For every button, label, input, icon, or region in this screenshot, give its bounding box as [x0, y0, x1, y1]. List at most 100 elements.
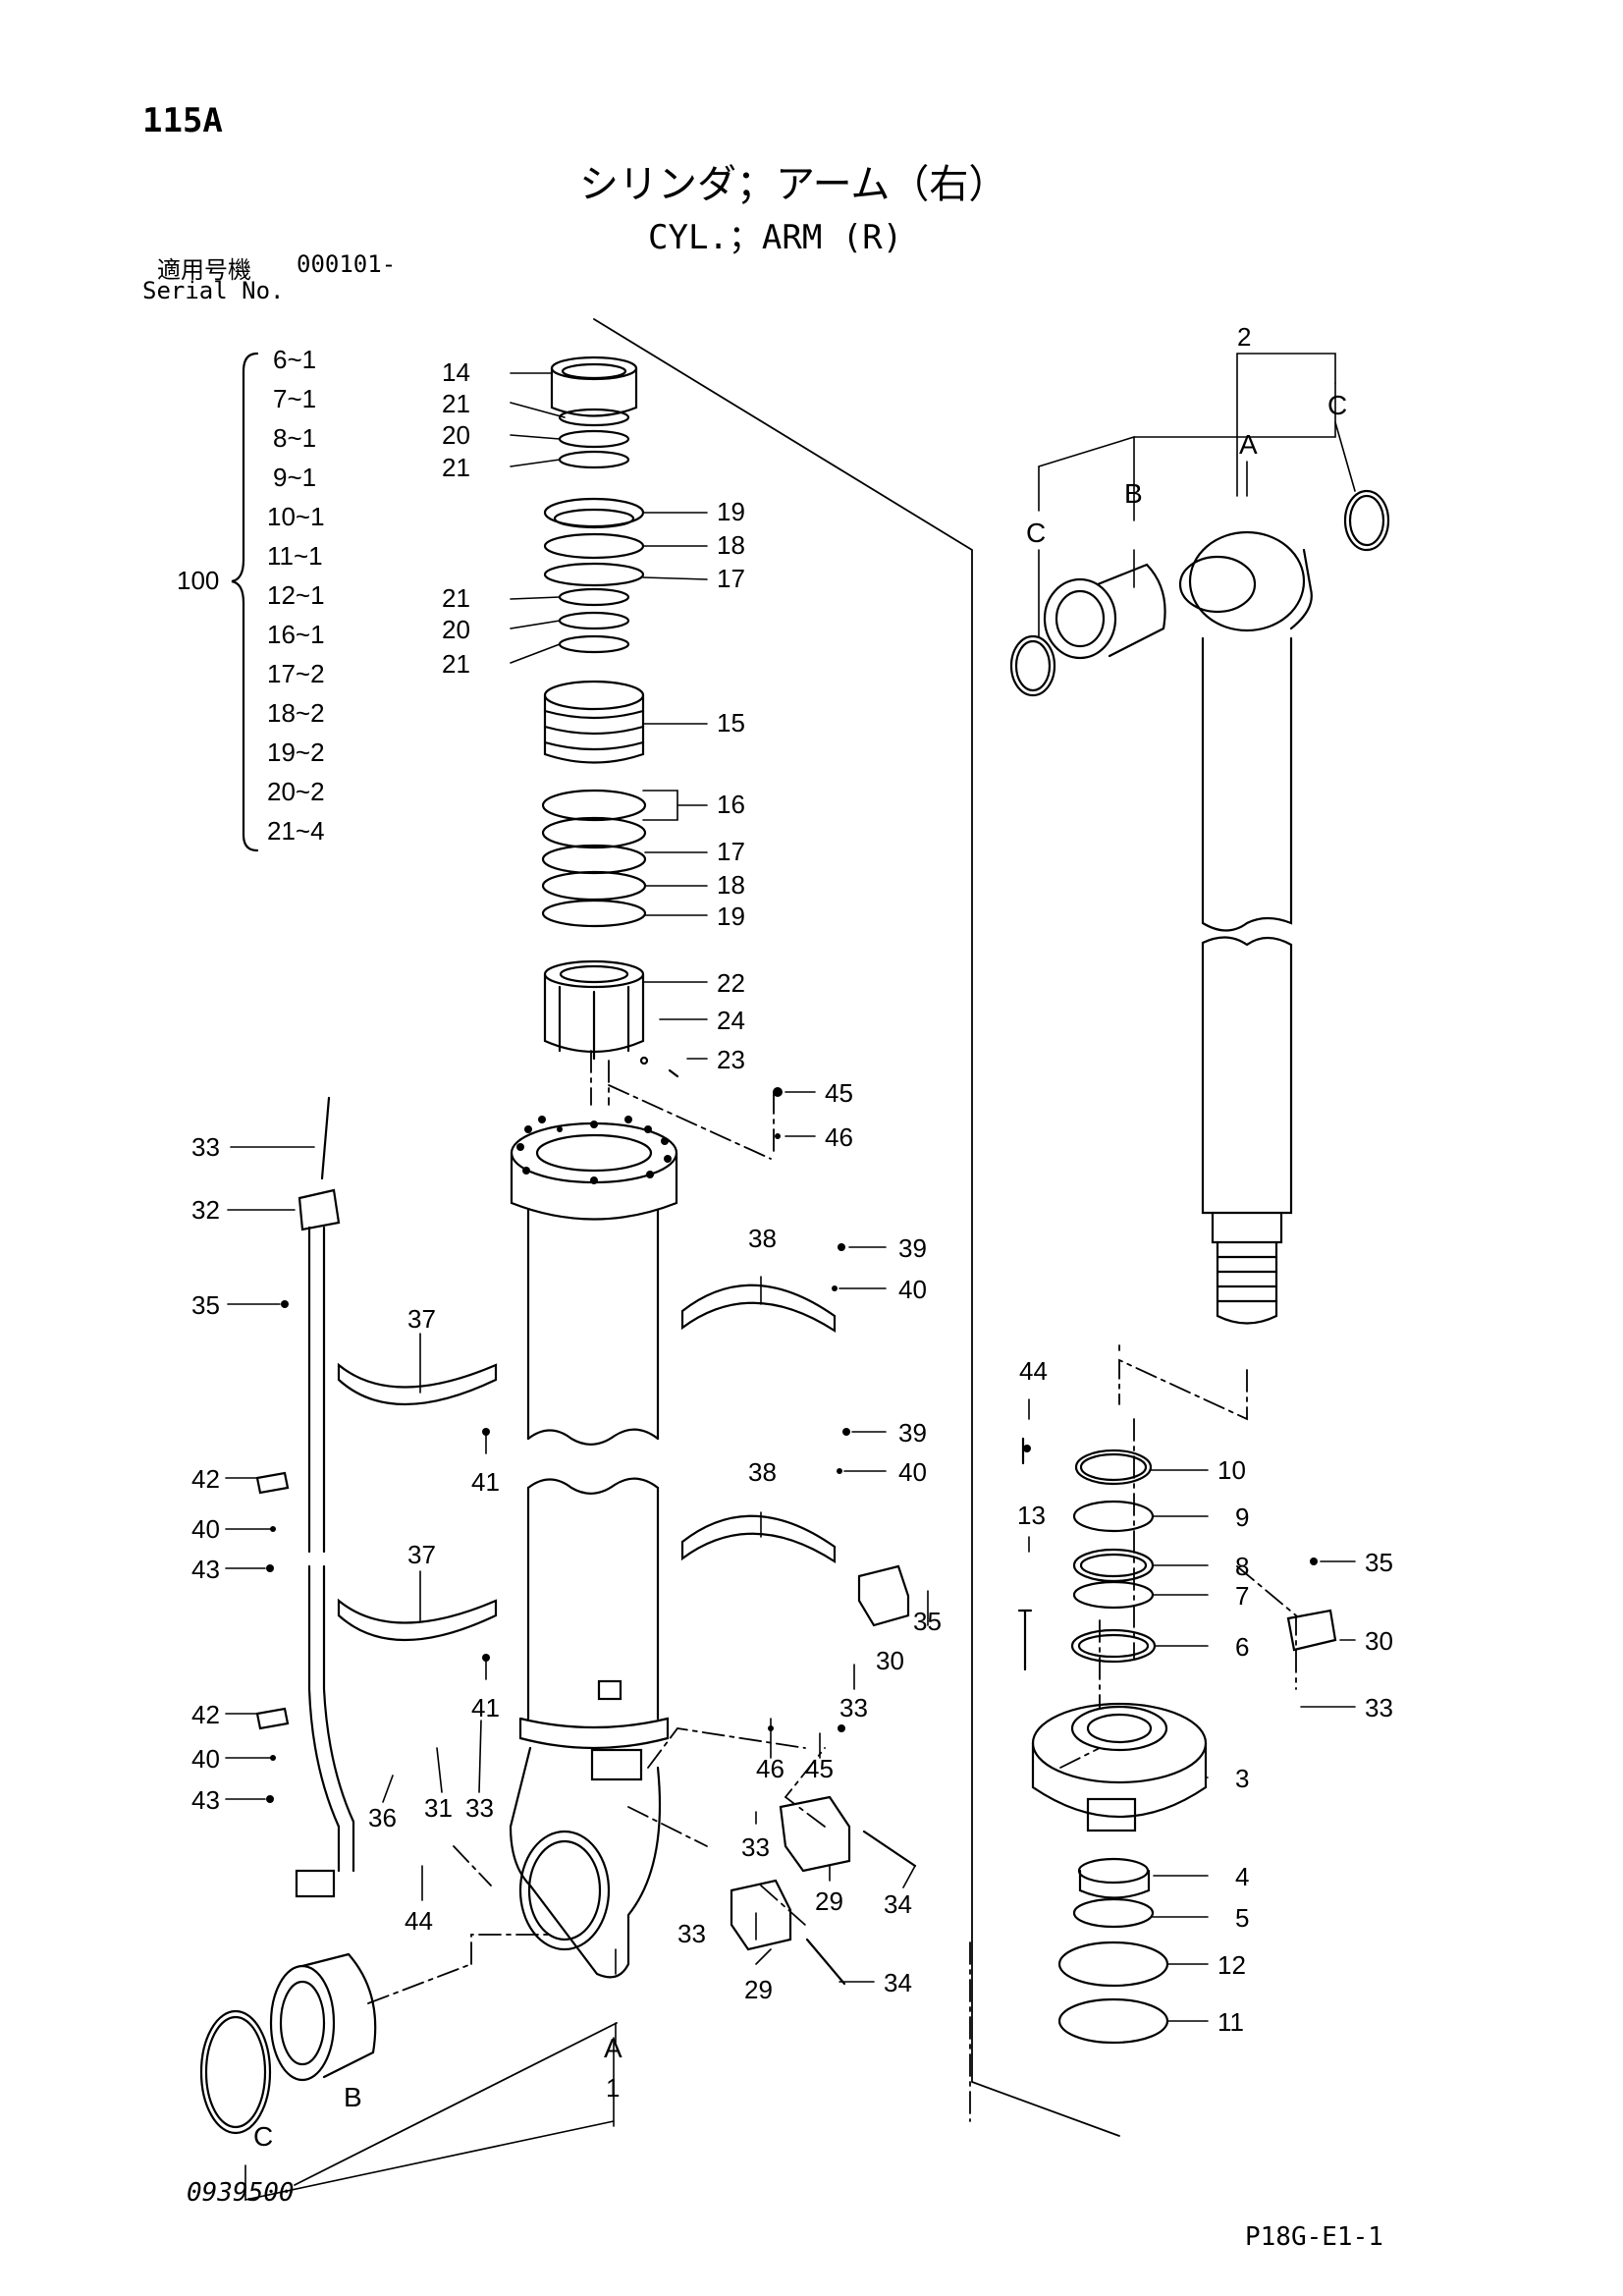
kit-bracket	[231, 352, 259, 852]
pipe	[295, 1096, 355, 1898]
kit-item: 11~1	[267, 541, 323, 571]
label-23: 23	[717, 1045, 745, 1074]
label-8: 8	[1235, 1552, 1249, 1581]
label-41: 41	[471, 1467, 500, 1497]
label-7: 7	[1235, 1581, 1249, 1611]
label-37: 37	[407, 1540, 436, 1569]
letter-b-rod: B	[1124, 478, 1143, 509]
label-40: 40	[898, 1275, 927, 1304]
label-29: 29	[815, 1886, 843, 1916]
kit-item: 6~1	[273, 345, 316, 374]
label-2: 2	[1237, 322, 1251, 352]
kit-item: 18~2	[267, 698, 325, 728]
part-b-bushing-head	[1043, 563, 1166, 660]
label-41: 41	[471, 1693, 500, 1722]
label-35: 35	[913, 1607, 942, 1636]
part-13-bolt	[1017, 1609, 1033, 1671]
kit-number: 100	[177, 566, 219, 595]
label-31: 31	[424, 1793, 453, 1823]
kit-item: 12~1	[267, 580, 325, 610]
label-43: 43	[191, 1555, 220, 1584]
kit-item: 20~2	[267, 777, 325, 806]
label-3: 3	[1235, 1764, 1249, 1793]
label-15: 15	[717, 708, 745, 738]
label-21: 21	[442, 389, 470, 418]
label-46: 46	[756, 1754, 784, 1783]
seal-rings-middle	[558, 587, 630, 654]
serial-number-value: 000101-	[297, 250, 397, 278]
label-33: 33	[677, 1919, 706, 1948]
label-10: 10	[1217, 1455, 1246, 1485]
label-13: 13	[1017, 1501, 1046, 1530]
label-32: 32	[191, 1195, 220, 1225]
blocks-29-30	[730, 1564, 1337, 1951]
label-21: 21	[442, 649, 470, 679]
letter-a-rod: A	[1239, 429, 1258, 460]
letter-b-tube: B	[344, 2082, 362, 2112]
brackets-42	[255, 1471, 290, 1730]
serial-label-japanese: 適用号機	[157, 256, 251, 284]
part-3-cylinder-head	[1031, 1702, 1208, 1832]
part-15-piston	[543, 680, 645, 764]
label-35: 35	[1365, 1548, 1393, 1577]
label-37: 37	[407, 1304, 436, 1334]
label-46: 46	[825, 1122, 853, 1152]
kit-item: 9~1	[273, 463, 316, 492]
rings-head	[1070, 1449, 1157, 1664]
kit-item: 19~2	[267, 738, 325, 767]
letter-c-rod-left: C	[1026, 518, 1046, 548]
label-30: 30	[1365, 1626, 1393, 1656]
clamps-38	[680, 1284, 837, 1564]
label-34: 34	[884, 1968, 912, 1997]
label-20: 20	[442, 420, 470, 450]
part-c-snap-ring-head	[1009, 489, 1390, 697]
label-5: 5	[1235, 1903, 1249, 1933]
rings-4-5-11-12	[1057, 1857, 1169, 2045]
label-34: 34	[884, 1889, 912, 1919]
label-43: 43	[191, 1785, 220, 1815]
label-19: 19	[717, 497, 745, 526]
bolts-34	[805, 1830, 917, 1986]
label-44: 44	[405, 1906, 433, 1936]
clamps-37	[337, 1362, 498, 1642]
serial-label-english: Serial No.	[142, 277, 285, 304]
label-1: 1	[606, 2073, 620, 2103]
letter-c-rod-right: C	[1327, 390, 1347, 420]
kit-item: 8~1	[273, 423, 316, 453]
label-18: 18	[717, 870, 745, 900]
title-english: CYL.；ARM (R)	[648, 218, 903, 257]
kit-item: 16~1	[267, 620, 325, 649]
kit-item: 7~1	[273, 384, 316, 413]
bolt-holes	[516, 1116, 672, 1184]
label-11: 11	[1217, 2007, 1244, 2037]
kit-item: 21~4	[267, 816, 325, 846]
letter-c-tube: C	[253, 2121, 273, 2152]
label-17: 17	[717, 564, 745, 593]
part-24-ball	[639, 1056, 649, 1066]
kit-item: 17~2	[267, 659, 325, 688]
label-21: 21	[442, 453, 470, 482]
label-29: 29	[744, 1975, 773, 2004]
label-30: 30	[876, 1646, 904, 1675]
label-12: 12	[1217, 1950, 1246, 1980]
label-20: 20	[442, 615, 470, 644]
label-21: 21	[442, 583, 470, 613]
label-4: 4	[1235, 1862, 1249, 1891]
page-code: P18G-E1-1	[1245, 2222, 1383, 2252]
label-22: 22	[717, 968, 745, 998]
label-17: 17	[717, 837, 745, 866]
part-32-flange	[298, 1188, 341, 1231]
part-b-bushing-rod	[269, 1952, 377, 2082]
part-2-piston-rod	[1178, 530, 1313, 1325]
label-33: 33	[465, 1793, 494, 1823]
frame-line	[593, 318, 1120, 2137]
seal-rings-upper	[558, 408, 630, 469]
rings-16-19-lower	[541, 789, 647, 928]
rings-17-19-upper	[543, 497, 645, 587]
part-labels: 14 21 20 21 19 18 17 21 20 21 15 16 17 1…	[191, 322, 1393, 2152]
part-23-screw	[668, 1068, 679, 1078]
part-22-nut	[543, 959, 645, 1061]
label-39: 39	[898, 1233, 927, 1263]
kit-item-list: 6~1 7~1 8~1 9~1 10~1 11~1 12~1 16~1 17~2…	[177, 345, 325, 846]
